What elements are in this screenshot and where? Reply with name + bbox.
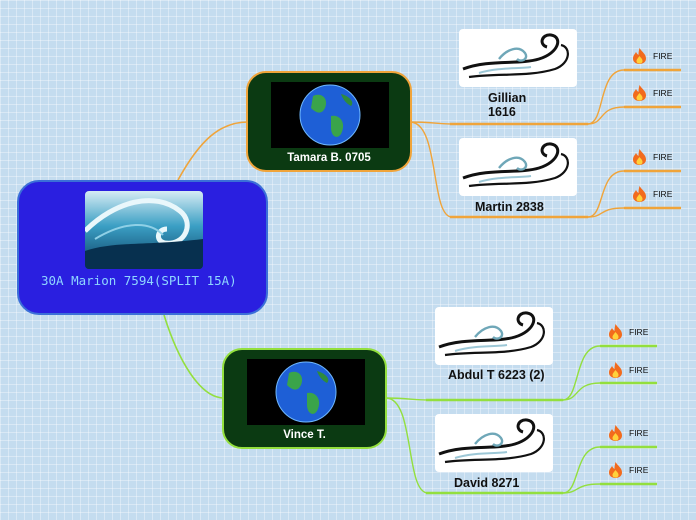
fire-tag-label: FIRE — [653, 189, 673, 199]
leaf-label-martin[interactable]: Martin 2838 — [475, 200, 544, 214]
globe-icon — [271, 82, 389, 148]
connector-gillian-fire-2 — [587, 106, 681, 125]
branch-topic-vince[interactable]: Vince T. — [222, 348, 387, 449]
flame-icon — [609, 462, 622, 478]
wind-swirl-icon — [435, 414, 553, 472]
fire-tag[interactable]: FIRE — [607, 424, 648, 442]
flame-icon — [609, 324, 622, 340]
wind-swirl-icon — [459, 138, 577, 196]
leaf-label-gillian[interactable]: Gillian 1616 — [488, 91, 527, 119]
connector-martin-fire-2 — [587, 207, 681, 218]
wind-swirl-icon — [435, 307, 553, 365]
ocean-wave-icon — [85, 191, 203, 269]
connector-root-tamara — [177, 121, 249, 181]
branch-label: Vince T. — [283, 429, 326, 441]
connector-vince-david — [385, 397, 563, 494]
root-label: 30A Marion 7594(SPLIT 15A) — [41, 273, 237, 288]
fire-tag-label: FIRE — [629, 365, 649, 375]
wind-swirl-icon — [459, 29, 577, 87]
fire-tag-label: FIRE — [629, 327, 649, 337]
leaf-label-david[interactable]: David 8271 — [454, 476, 520, 490]
flame-icon — [633, 186, 646, 202]
connector-david-fire-2 — [562, 483, 657, 494]
fire-tag-label: FIRE — [653, 88, 673, 98]
fire-tag-label: FIRE — [653, 51, 673, 61]
connector-root-vince — [163, 314, 225, 399]
fire-tag[interactable]: FIRE — [607, 461, 648, 479]
fire-tag-label: FIRE — [629, 428, 649, 438]
globe-icon — [247, 359, 365, 425]
connector-abdul-fire-1 — [562, 345, 657, 401]
leaf-label-abdul[interactable]: Abdul T 6223 (2) — [448, 368, 545, 382]
fire-tag[interactable]: FIRE — [631, 185, 672, 203]
connector-abdul-fire-2 — [562, 382, 657, 401]
fire-tag[interactable]: FIRE — [631, 84, 672, 102]
fire-tag-label: FIRE — [653, 152, 673, 162]
flame-icon — [609, 425, 622, 441]
fire-tag[interactable]: FIRE — [607, 361, 648, 379]
flame-icon — [633, 48, 646, 64]
flame-icon — [609, 362, 622, 378]
fire-tag[interactable]: FIRE — [631, 148, 672, 166]
fire-tag[interactable]: FIRE — [631, 47, 672, 65]
branch-label: Tamara B. 0705 — [287, 152, 371, 164]
flame-icon — [633, 85, 646, 101]
root-topic[interactable]: 30A Marion 7594(SPLIT 15A) — [17, 180, 268, 315]
connector-tamara-martin — [409, 121, 588, 218]
fire-tag-label: FIRE — [629, 465, 649, 475]
connector-david-fire-1 — [562, 446, 657, 494]
fire-tag[interactable]: FIRE — [607, 323, 648, 341]
flame-icon — [633, 149, 646, 165]
connector-martin-fire-1 — [587, 170, 681, 218]
connector-gillian-fire-1 — [587, 69, 681, 125]
branch-topic-tamara[interactable]: Tamara B. 0705 — [246, 71, 412, 172]
